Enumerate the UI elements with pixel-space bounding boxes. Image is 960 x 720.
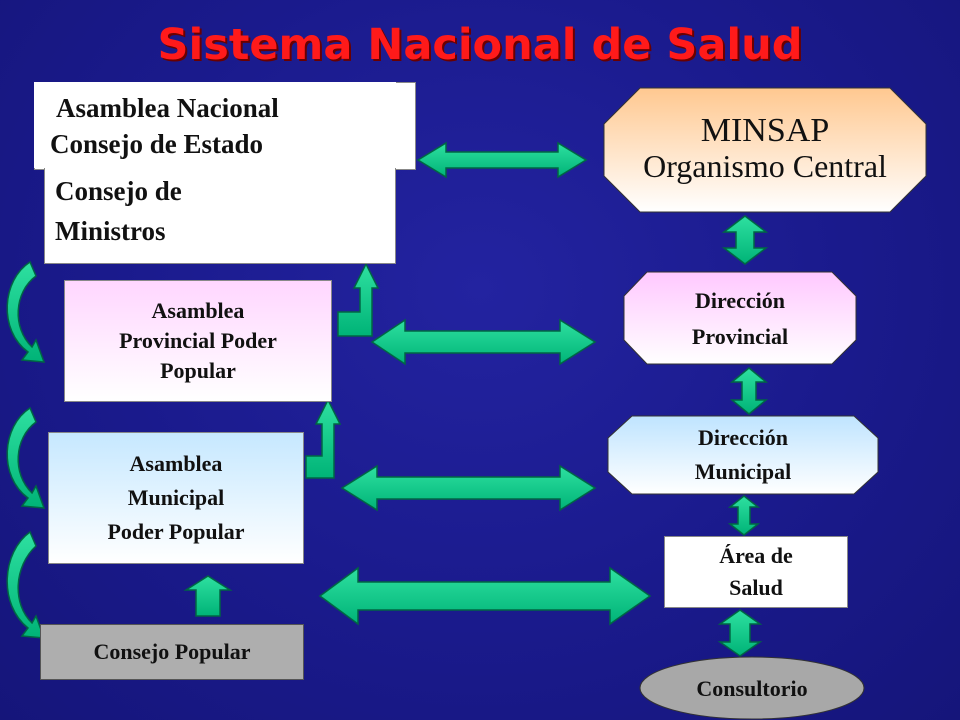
asamblea-municipal-box: Asamblea Municipal Poder Popular — [48, 432, 304, 564]
direccion-municipal-line2: Municipal — [694, 459, 792, 484]
double-arrow-provincial-municipal — [729, 367, 769, 415]
minsap-title: MINSAP — [700, 112, 830, 149]
direccion-provincial-line1: Dirección — [694, 288, 785, 313]
consejo-estado-text: Consejo de Estado — [50, 129, 264, 159]
curved-arrow-2 — [6, 406, 46, 509]
consejo-ministros-line1: Consejo de — [55, 176, 182, 206]
asamblea-nacional-overlay: Asamblea Nacional Consejo de Estado — [34, 82, 396, 168]
double-arrow-area-consultorio — [717, 609, 763, 657]
page-title: Sistema Nacional de Salud — [157, 20, 803, 70]
bent-arrow-municipal-to-provincial — [305, 398, 342, 479]
double-arrow-municipal — [340, 464, 597, 512]
direccion-provincial-shape — [623, 271, 857, 365]
direccion-municipal-line1: Dirección — [697, 425, 788, 450]
area-salud-line2: Salud — [729, 575, 783, 600]
direccion-provincial-line2: Provincial — [691, 324, 789, 349]
double-arrow-municipal-area — [727, 495, 761, 536]
asamblea-provincial-box: Asamblea Provincial Poder Popular — [64, 280, 332, 402]
minsap-shape — [603, 87, 927, 213]
minsap-label: MINSAP Organismo Central — [604, 92, 926, 204]
consultorio-shape — [639, 656, 865, 720]
up-arrow-consejo-municipal — [183, 575, 233, 617]
consultorio-label: Consultorio — [640, 664, 864, 714]
asamblea-municipal-line2: Municipal — [127, 485, 225, 510]
asamblea-nacional-text: Asamblea Nacional — [56, 93, 279, 123]
double-arrow-consejo-popular — [318, 566, 652, 626]
asamblea-provincial-line1: Asamblea — [151, 298, 245, 323]
asamblea-provincial-line2: Provincial Poder — [119, 328, 277, 353]
curved-arrow-3 — [6, 530, 46, 639]
direccion-provincial-label: Dirección Provincial — [624, 278, 856, 360]
organismo-central: Organismo Central — [643, 148, 887, 184]
curved-arrow-1 — [6, 260, 46, 363]
asamblea-municipal-line3: Poder Popular — [107, 519, 245, 544]
asamblea-municipal-line1: Asamblea — [129, 451, 223, 476]
double-arrow-provincial — [370, 318, 597, 366]
consejo-popular-label: Consejo Popular — [93, 639, 251, 664]
area-salud-box: Área de Salud — [664, 536, 848, 608]
double-arrow-nacional-minsap — [416, 141, 588, 179]
area-salud-line1: Área de — [719, 543, 793, 568]
consultorio-text: Consultorio — [696, 676, 808, 701]
direccion-municipal-shape — [607, 415, 879, 495]
direccion-municipal-label: Dirección Municipal — [608, 418, 878, 492]
asamblea-provincial-line3: Popular — [160, 358, 236, 383]
consejo-popular-box: Consejo Popular — [40, 624, 304, 680]
consejo-ministros-line2: Ministros — [55, 216, 166, 246]
bent-arrow-provincial-to-nacional — [337, 262, 380, 337]
double-arrow-minsap-provincial — [721, 215, 769, 265]
